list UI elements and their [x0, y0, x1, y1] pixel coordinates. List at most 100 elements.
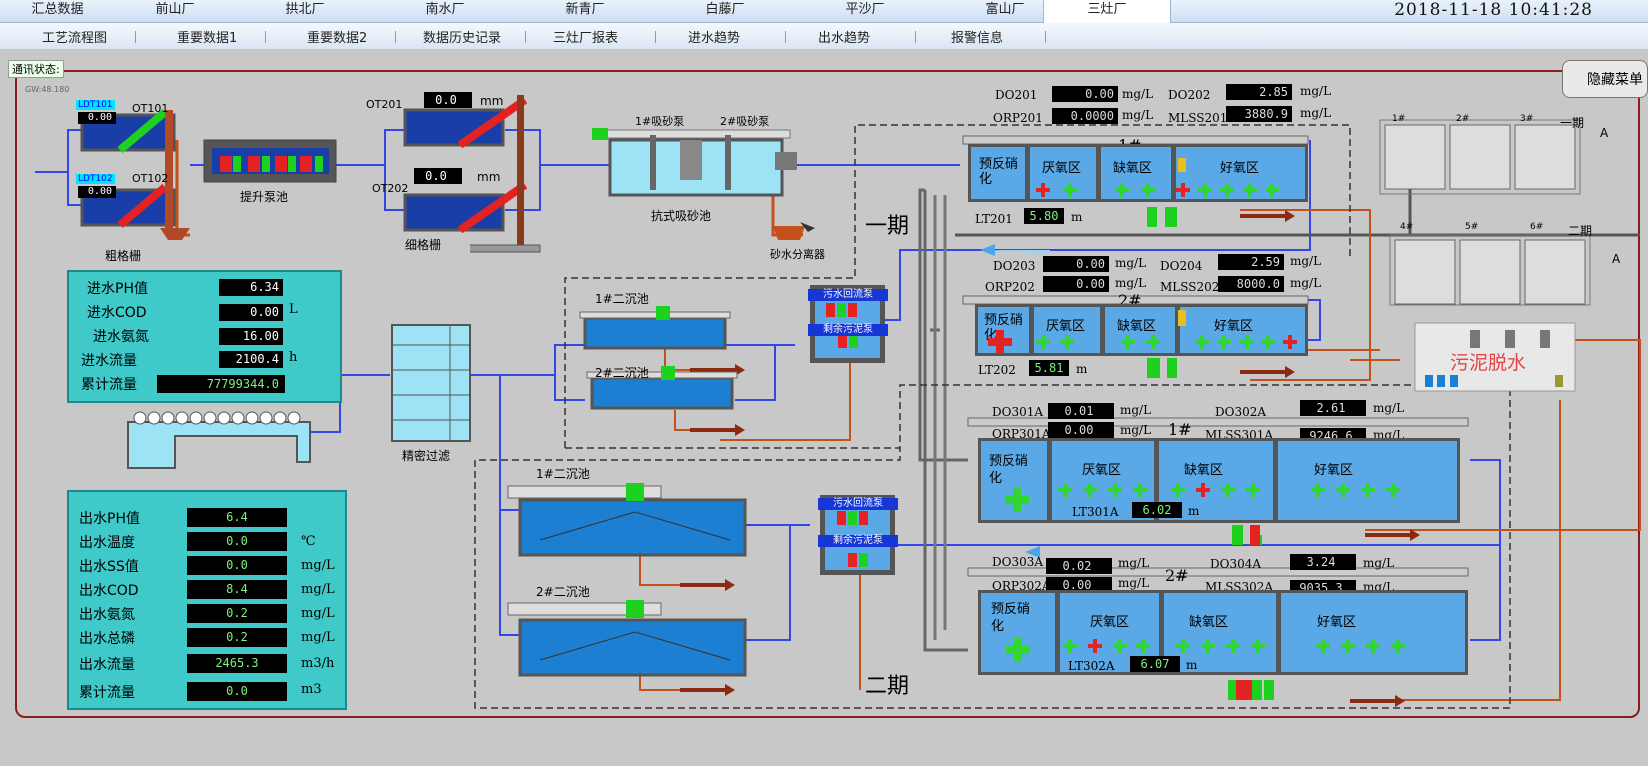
mlss202-label: MLSS202 — [1160, 280, 1220, 294]
inlet-cod-unit: L — [289, 302, 298, 317]
ot202-value: 0.0 — [414, 168, 462, 184]
blower-row1-label: 一期 — [1560, 116, 1585, 130]
ot101-label: OT101 — [132, 102, 169, 115]
lt302a-label: LT302A — [1068, 659, 1115, 673]
do203-unit: mg/L — [1115, 256, 1147, 270]
p2t2-pre-zone: 预反硝化 — [978, 590, 1058, 675]
submenu-inlet-trend[interactable]: 进水趋势 — [688, 31, 741, 46]
do302a-label: DO302A — [1215, 405, 1267, 419]
tab-sanzao[interactable]: 三灶厂 — [1043, 0, 1171, 23]
inlet-ph-value: 6.34 — [219, 279, 283, 296]
submenu-outlet-trend[interactable]: 出水趋势 — [818, 31, 871, 46]
inlet-cod-label: 进水COD — [87, 305, 147, 321]
tab-fushan[interactable]: 富山厂 — [985, 2, 1025, 17]
outlet-temp-value: 0.0 — [187, 532, 287, 551]
blower-2-label: 2# — [1456, 114, 1470, 124]
ldt102-label: LDT102 — [76, 174, 115, 184]
lift-pump-label: 提升泵池 — [240, 190, 289, 204]
tab-nanshui[interactable]: 南水厂 — [425, 2, 465, 17]
p2t1-anoxic-zone: 缺氧区 — [1156, 438, 1276, 523]
do201-value: 0.00 — [1052, 86, 1118, 102]
p1-clarifier-1-label: 1#二沉池 — [595, 292, 649, 306]
ot102-label: OT102 — [132, 172, 169, 185]
ot201-label: OT201 — [366, 98, 403, 111]
submenu-history[interactable]: 数据历史记录 — [423, 31, 502, 46]
blower-row2-a-label: A — [1612, 252, 1621, 266]
outlet-nh3-value: 0.2 — [187, 604, 287, 623]
outlet-total-label: 累计流量 — [79, 685, 135, 701]
outlet-ss-value: 0.0 — [187, 556, 287, 575]
mlss202-unit: mg/L — [1290, 276, 1322, 290]
lt301a-unit: m — [1188, 504, 1200, 518]
do301a-label: DO301A — [992, 405, 1044, 419]
do202-value: 2.85 — [1226, 84, 1292, 100]
p1t2-aerobic-zone: 好氧区 — [1177, 304, 1308, 356]
lt202-value: 5.81 — [1029, 360, 1069, 376]
hide-menu-button[interactable]: 隐藏菜单 — [1562, 60, 1648, 98]
orp301a-value: 0.00 — [1048, 422, 1114, 438]
do204-value: 2.59 — [1218, 254, 1284, 270]
orp302a-label: ORP302A — [992, 579, 1051, 593]
mlss201-unit: mg/L — [1300, 106, 1332, 120]
mlss202-value: 8000.0 — [1218, 276, 1284, 292]
orp201-unit: mg/L — [1122, 108, 1154, 122]
do202-unit: mg/L — [1300, 84, 1332, 98]
grit-chamber-label: 抗式吸砂池 — [651, 209, 712, 223]
phase2-label: 二期 — [865, 674, 910, 699]
outlet-tp-label: 出水总磷 — [79, 631, 135, 647]
outlet-ss-unit: mg/L — [301, 558, 335, 573]
outlet-ph-label: 出水PH值 — [79, 511, 140, 527]
orp302a-unit: mg/L — [1118, 576, 1150, 590]
p1-excess-pump-label: 剩余污泥泵 — [808, 324, 888, 336]
lt201-label: LT201 — [975, 212, 1013, 226]
submenu-alarms[interactable]: 报警信息 — [951, 31, 1004, 46]
do303a-label: DO303A — [992, 555, 1044, 569]
orp201-value: 0.0000 — [1052, 108, 1118, 124]
do303a-unit: mg/L — [1118, 556, 1150, 570]
do302a-unit: mg/L — [1373, 401, 1405, 415]
submenu-report[interactable]: 三灶厂报表 — [553, 31, 619, 46]
comm-status-label: 通讯状态: — [8, 60, 64, 78]
p1-clarifier-2-label: 2#二沉池 — [595, 366, 649, 380]
precision-filter-label: 精密过滤 — [402, 449, 451, 463]
do303a-value: 0.02 — [1046, 558, 1112, 574]
do304a-value: 3.24 — [1290, 554, 1356, 570]
tab-gongbei[interactable]: 拱北厂 — [285, 2, 325, 17]
blower-4-label: 4# — [1400, 222, 1414, 232]
blower-5-label: 5# — [1465, 222, 1479, 232]
do304a-unit: mg/L — [1363, 556, 1395, 570]
outlet-ss-label: 出水SS值 — [79, 559, 139, 575]
tab-baiteng[interactable]: 白藤厂 — [705, 2, 745, 17]
p2t1-pre-zone: 预反硝化 — [978, 438, 1050, 523]
grit-separator-label: 砂水分离器 — [770, 248, 825, 261]
do304a-label: DO304A — [1210, 557, 1262, 571]
p1t1-anoxic-zone: 缺氧区 — [1098, 144, 1174, 202]
submenu-process-flow[interactable]: 工艺流程图 — [42, 31, 108, 46]
p2-clarifier-2-label: 2#二沉池 — [536, 585, 590, 599]
blower-1-label: 1# — [1392, 114, 1406, 124]
orp301a-label: ORP301A — [992, 427, 1051, 441]
outlet-nh3-unit: mg/L — [301, 606, 335, 621]
p1t2-anoxic-zone: 缺氧区 — [1102, 304, 1178, 356]
lt202-unit: m — [1076, 362, 1088, 376]
ldt102-value: 0.00 — [78, 186, 116, 198]
p1t2-pre-zone: 预反硝化 — [975, 304, 1032, 356]
outlet-ph-value: 6.4 — [187, 508, 287, 527]
tab-xinqing[interactable]: 新青厂 — [565, 2, 605, 17]
inlet-ph-label: 进水PH值 — [87, 281, 148, 297]
lt301a-value: 6.02 — [1132, 502, 1182, 518]
p2-excess-pump-label: 剩余污泥泵 — [818, 535, 898, 547]
mlss201-value: 3880.9 — [1226, 106, 1292, 122]
submenu-key-data-2[interactable]: 重要数据2 — [307, 31, 368, 46]
inlet-total-label: 累计流量 — [81, 377, 137, 393]
p1t1-pre-zone: 预反硝化 — [968, 144, 1028, 202]
blower-6-label: 6# — [1530, 222, 1544, 232]
tab-summary[interactable]: 汇总数据 — [31, 2, 84, 17]
tab-pingsha[interactable]: 平沙厂 — [845, 2, 885, 17]
submenu-key-data-1[interactable]: 重要数据1 — [177, 31, 238, 46]
outlet-total-unit: m3 — [301, 682, 322, 697]
p2t2-anoxic-zone: 缺氧区 — [1161, 590, 1279, 675]
orp202-unit: mg/L — [1115, 276, 1147, 290]
do302a-value: 2.61 — [1300, 400, 1366, 416]
tab-qianshan[interactable]: 前山厂 — [155, 2, 195, 17]
